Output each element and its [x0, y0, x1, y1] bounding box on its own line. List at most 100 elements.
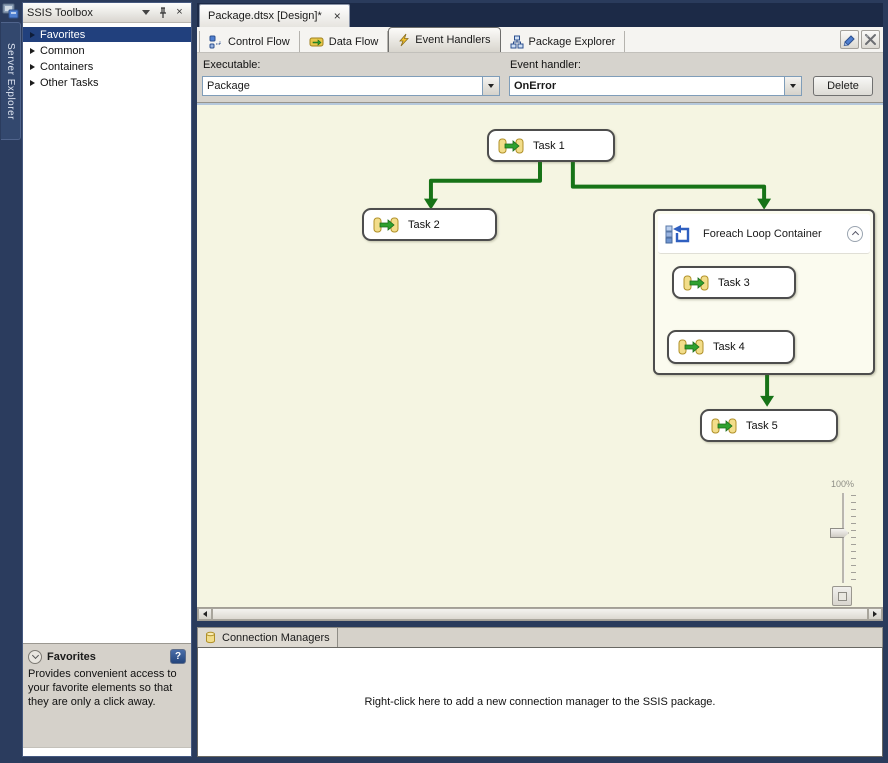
toolbox-empty-area [23, 91, 191, 643]
connector-task1-foreach [570, 161, 767, 200]
pin-icon[interactable] [155, 6, 170, 20]
designer-tab-bar: Control Flow Data Flow Event Handlers [197, 27, 883, 53]
toolbox-item-label: Containers [40, 60, 94, 73]
executable-label: Executable: [203, 59, 261, 71]
close-icon[interactable]: × [176, 6, 183, 18]
arrowhead [757, 198, 772, 210]
toolbox-item-label: Other Tasks [40, 76, 99, 89]
zoom-control: 100% [826, 479, 866, 607]
collapse-panel-icon[interactable] [28, 649, 42, 664]
tab-label: Package Explorer [528, 35, 616, 48]
favorites-info-description: Provides convenient access to your favor… [28, 668, 177, 708]
close-icon[interactable]: × [333, 9, 341, 23]
favorites-info-title: Favorites [47, 650, 96, 663]
task-node-task2[interactable]: Task 2 [362, 208, 497, 241]
chevron-down-icon[interactable] [784, 77, 801, 95]
server-explorer-tab-label: Server Explorer [5, 42, 16, 120]
toolbox-item-favorites[interactable]: Favorites [23, 27, 191, 42]
scroll-left-icon[interactable] [198, 608, 212, 620]
foreach-loop-container[interactable]: Foreach Loop Container Task 3 [653, 209, 875, 375]
event-handler-combobox[interactable]: OnError [509, 76, 802, 96]
tools-icon[interactable] [861, 30, 880, 49]
connection-managers-panel[interactable]: Right-click here to add a new connection… [197, 647, 883, 757]
event-handlers-icon [398, 33, 410, 47]
connection-managers-tab-bar: Connection Managers [197, 627, 883, 647]
toolbox-footer-strip [23, 747, 191, 756]
horizontal-scrollbar[interactable] [197, 607, 883, 621]
precedence-connectors [423, 161, 775, 407]
scroll-right-icon[interactable] [868, 608, 882, 620]
expander-icon[interactable] [30, 47, 35, 54]
task-icon [683, 275, 709, 290]
toolbox-category-list: Favorites Common Containers Other Tasks [23, 23, 191, 91]
window-position-menu-icon[interactable] [138, 6, 153, 20]
task-label: Task 3 [718, 276, 750, 289]
connection-managers-hint: Right-click here to add a new connection… [364, 696, 716, 708]
tab-event-handlers[interactable]: Event Handlers [388, 27, 501, 52]
task-label: Task 4 [713, 341, 745, 353]
foreach-loop-icon [665, 224, 690, 243]
tab-label: Control Flow [228, 35, 290, 48]
expander-icon[interactable] [30, 31, 35, 38]
toolbox-item-other-tasks[interactable]: Other Tasks [23, 75, 191, 90]
zoom-slider-handle[interactable] [830, 528, 849, 538]
tab-package-explorer[interactable]: Package Explorer [501, 31, 626, 52]
fit-to-window-icon [837, 591, 847, 601]
event-handler-design-canvas[interactable]: Task 1 Task 2 [197, 103, 883, 607]
delete-button-label: Delete [827, 80, 859, 92]
task-node-task5[interactable]: Task 5 [700, 409, 838, 442]
arrowhead [423, 198, 438, 210]
delete-button[interactable]: Delete [813, 76, 873, 96]
task-label: Task 2 [408, 218, 440, 231]
task-icon [678, 339, 704, 355]
server-explorer-app-icon [2, 3, 19, 19]
task-node-task1[interactable]: Task 1 [487, 129, 615, 162]
task-node-task4[interactable]: Task 4 [667, 330, 795, 364]
package-explorer-icon [510, 35, 524, 49]
event-handler-label: Event handler: [510, 59, 581, 71]
event-handler-value: OnError [514, 80, 557, 92]
connector-task1-task2 [428, 161, 542, 200]
toolbox-item-containers[interactable]: Containers [23, 59, 191, 74]
foreach-loop-header[interactable]: Foreach Loop Container [658, 214, 870, 254]
ssis-toolbox-header: SSIS Toolbox × [23, 3, 191, 23]
tab-control-flow[interactable]: Control Flow [199, 31, 300, 52]
designer-main-column: Package.dtsx [Design]* × Control Flow [197, 0, 883, 763]
zoom-fit-button[interactable] [832, 586, 852, 606]
ssis-toolbox-panel: SSIS Toolbox × Favorites Common Containe… [22, 2, 192, 757]
executable-combobox[interactable]: Package [202, 76, 500, 96]
expander-icon[interactable] [30, 79, 35, 86]
task-icon [711, 418, 737, 433]
connection-manager-icon [206, 631, 215, 644]
connection-managers-tab[interactable]: Connection Managers [198, 628, 338, 647]
expander-icon[interactable] [30, 63, 35, 70]
server-explorer-tab[interactable]: Server Explorer [1, 22, 21, 140]
tab-label: Event Handlers [415, 34, 491, 46]
help-icon[interactable]: ? [170, 649, 186, 664]
left-dock-strip: Server Explorer [0, 0, 22, 763]
scrollbar-thumb[interactable] [212, 608, 868, 620]
executable-value: Package [207, 80, 250, 92]
ssis-toolbox-title: SSIS Toolbox [27, 6, 93, 19]
task-icon [373, 217, 399, 232]
zoom-slider-track[interactable] [842, 493, 845, 583]
tab-label: Data Flow [328, 35, 379, 48]
collapse-container-icon[interactable] [847, 225, 863, 242]
connection-managers-tab-label: Connection Managers [222, 631, 330, 644]
toolbox-item-common[interactable]: Common [23, 43, 191, 58]
tab-data-flow[interactable]: Data Flow [300, 31, 389, 52]
document-tab-package-dtsx[interactable]: Package.dtsx [Design]* × [199, 4, 350, 27]
paint-tool-icon[interactable] [840, 30, 859, 49]
data-flow-icon [309, 35, 324, 48]
event-handler-toolbar: Executable: Package Event handler: OnErr… [197, 53, 883, 103]
zoom-slider-ticks [851, 495, 856, 586]
favorites-info-panel: Favorites ? Provides convenient access t… [23, 643, 191, 747]
task-icon [498, 138, 524, 153]
control-flow-icon [209, 35, 223, 49]
task-node-task3[interactable]: Task 3 [672, 266, 796, 299]
chevron-down-icon[interactable] [482, 77, 499, 95]
toolbox-item-label: Common [40, 44, 85, 57]
task-label: Task 1 [533, 139, 565, 152]
toolbox-item-label: Favorites [40, 28, 86, 41]
